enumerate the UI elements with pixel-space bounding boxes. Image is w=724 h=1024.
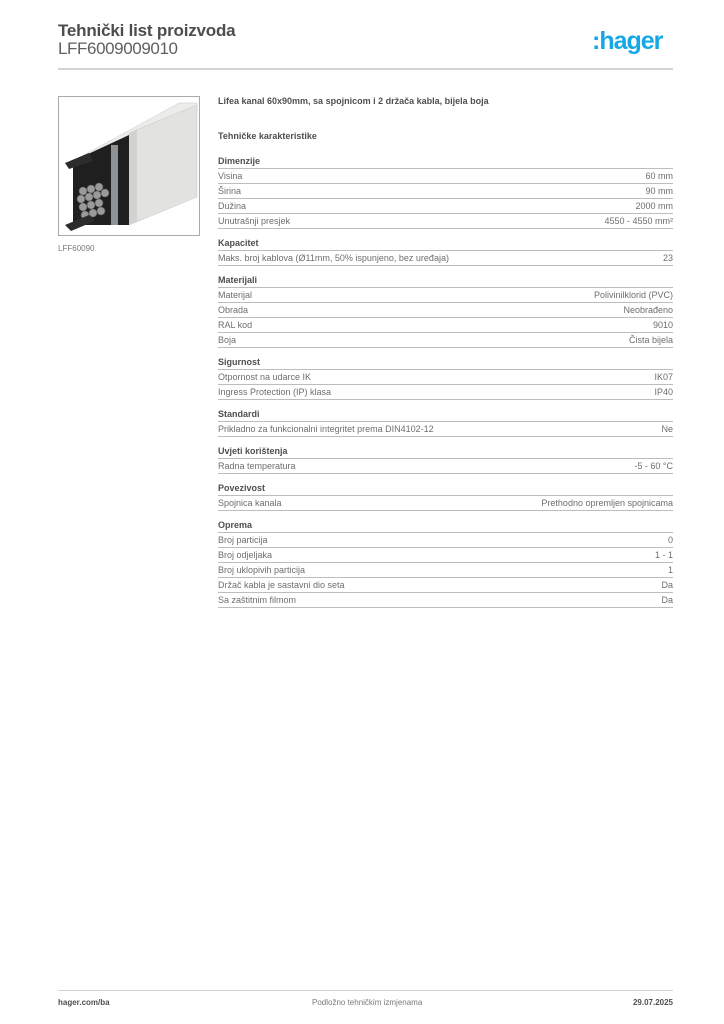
spec-row: Broj uklopivih particija 1 bbox=[218, 563, 673, 578]
spec-label: Materijal bbox=[218, 290, 253, 300]
product-image bbox=[58, 96, 200, 236]
section-dimensions: Dimenzije Visina 60 mm Širina 90 mm Dužina… bbox=[218, 155, 673, 229]
cable-trunking-illustration bbox=[65, 102, 198, 231]
spec-value: Ne bbox=[661, 424, 673, 434]
spec-row: Radna temperatura -5 - 60 °C bbox=[218, 459, 673, 474]
spec-value: IK07 bbox=[654, 372, 673, 382]
section-standards: Standardi Prikladno za funkcionalni inte… bbox=[218, 408, 673, 437]
hager-logo: :hager bbox=[592, 27, 663, 55]
specifications-table: Dimenzije Visina 60 mm Širina 90 mm Dužina… bbox=[218, 155, 673, 616]
section-safety: Sigurnost Otpornost na udarce IK IK07 Ing… bbox=[218, 356, 673, 400]
section-materials: Materijali Materijal Polivinilklorid (PVC… bbox=[218, 274, 673, 348]
spec-row: Unutrašnji presjek 4550 - 4550 mm² bbox=[218, 214, 673, 229]
section-title: Kapacitet bbox=[218, 237, 673, 251]
spec-value: 4550 - 4550 mm² bbox=[604, 216, 673, 226]
spec-label: Držač kabla je sastavni dio seta bbox=[218, 580, 345, 590]
spec-label: Broj odjeljaka bbox=[218, 550, 273, 560]
spec-label: Širina bbox=[218, 186, 242, 196]
spec-label: Unutrašnji presjek bbox=[218, 216, 291, 226]
spec-value: Da bbox=[661, 595, 673, 605]
footer-divider bbox=[58, 990, 673, 991]
product-code: LFF6009009010 bbox=[58, 39, 178, 58]
spec-label: Maks. broj kablova (Ø11mm, 50% ispunjeno… bbox=[218, 253, 449, 263]
spec-label: Sa zaštitnim filmom bbox=[218, 595, 297, 605]
spec-row: Širina 90 mm bbox=[218, 184, 673, 199]
spec-row: Materijal Polivinilklorid (PVC) bbox=[218, 288, 673, 303]
section-equipment: Oprema Broj particija 0 Broj odjeljaka 1 -… bbox=[218, 519, 673, 608]
spec-label: Broj particija bbox=[218, 535, 268, 545]
section-capacity: Kapacitet Maks. broj kablova (Ø11mm, 50%… bbox=[218, 237, 673, 266]
footer-notice: Podložno tehničkim izmjenama bbox=[312, 998, 423, 1007]
spec-row: Ingress Protection (IP) klasa IP40 bbox=[218, 385, 673, 400]
product-description: Lifea kanal 60x90mm, sa spojnicom i 2 dr… bbox=[218, 96, 489, 106]
spec-label: Prikladno za funkcionalni integritet pre… bbox=[218, 424, 434, 434]
spec-row: Držač kabla je sastavni dio seta Da bbox=[218, 578, 673, 593]
section-title: Uvjeti korištenja bbox=[218, 445, 673, 459]
header-divider bbox=[58, 68, 673, 70]
spec-value: Polivinilklorid (PVC) bbox=[593, 290, 673, 300]
spec-row: Prikladno za funkcionalni integritet pre… bbox=[218, 422, 673, 437]
spec-value: 90 mm bbox=[645, 186, 673, 196]
spec-row: Obrada Neobrađeno bbox=[218, 303, 673, 318]
spec-row: RAL kod 9010 bbox=[218, 318, 673, 333]
spec-row: Dužina 2000 mm bbox=[218, 199, 673, 214]
spec-label: Radna temperatura bbox=[218, 461, 296, 471]
spec-value: 2000 mm bbox=[635, 201, 673, 211]
spec-label: RAL kod bbox=[218, 320, 253, 330]
spec-label: Dužina bbox=[218, 201, 247, 211]
footer-date: 29.07.2025 bbox=[632, 998, 673, 1007]
spec-row: Spojnica kanala Prethodno opremljen spojn… bbox=[218, 496, 673, 511]
spec-row: Boja Čista bijela bbox=[218, 333, 673, 348]
spec-label: Otpornost na udarce IK bbox=[218, 372, 312, 382]
page-title: Tehnički list proizvoda bbox=[58, 21, 236, 40]
spec-row: Sa zaštitnim filmom Da bbox=[218, 593, 673, 608]
spec-row: Otpornost na udarce IK IK07 bbox=[218, 370, 673, 385]
section-usage-conditions: Uvjeti korištenja Radna temperatura -5 - … bbox=[218, 445, 673, 474]
technical-characteristics-heading: Tehničke karakteristike bbox=[218, 131, 317, 141]
spec-label: Ingress Protection (IP) klasa bbox=[218, 387, 332, 397]
spec-value: 0 bbox=[667, 535, 673, 545]
spec-value: Neobrađeno bbox=[623, 305, 673, 315]
section-title: Oprema bbox=[218, 519, 673, 533]
spec-row: Broj particija 0 bbox=[218, 533, 673, 548]
spec-value: IP40 bbox=[654, 387, 673, 397]
section-title: Povezivost bbox=[218, 482, 673, 496]
spec-value: -5 - 60 °C bbox=[634, 461, 673, 471]
spec-value: Čista bijela bbox=[628, 335, 673, 345]
section-title: Sigurnost bbox=[218, 356, 673, 370]
spec-value: Prethodno opremljen spojnicama bbox=[541, 498, 673, 508]
spec-label: Spojnica kanala bbox=[218, 498, 282, 508]
spec-label: Boja bbox=[218, 335, 237, 345]
section-title: Standardi bbox=[218, 408, 673, 422]
spec-label: Visina bbox=[218, 171, 243, 181]
spec-value: 9010 bbox=[652, 320, 673, 330]
spec-value: 1 - 1 bbox=[654, 550, 673, 560]
section-title: Materijali bbox=[218, 274, 673, 288]
section-title: Dimenzije bbox=[218, 155, 673, 169]
spec-row: Maks. broj kablova (Ø11mm, 50% ispunjeno… bbox=[218, 251, 673, 266]
footer-website-link[interactable]: hager.com/ba bbox=[58, 998, 110, 1007]
spec-row: Visina 60 mm bbox=[218, 169, 673, 184]
spec-label: Broj uklopivih particija bbox=[218, 565, 306, 575]
section-connectivity: Povezivost Spojnica kanala Prethodno opre… bbox=[218, 482, 673, 511]
spec-value: Da bbox=[661, 580, 673, 590]
spec-label: Obrada bbox=[218, 305, 249, 315]
spec-row: Broj odjeljaka 1 - 1 bbox=[218, 548, 673, 563]
spec-value: 1 bbox=[667, 565, 673, 575]
image-caption: LFF60090 bbox=[58, 244, 95, 253]
spec-value: 60 mm bbox=[645, 171, 673, 181]
spec-value: 23 bbox=[662, 253, 673, 263]
